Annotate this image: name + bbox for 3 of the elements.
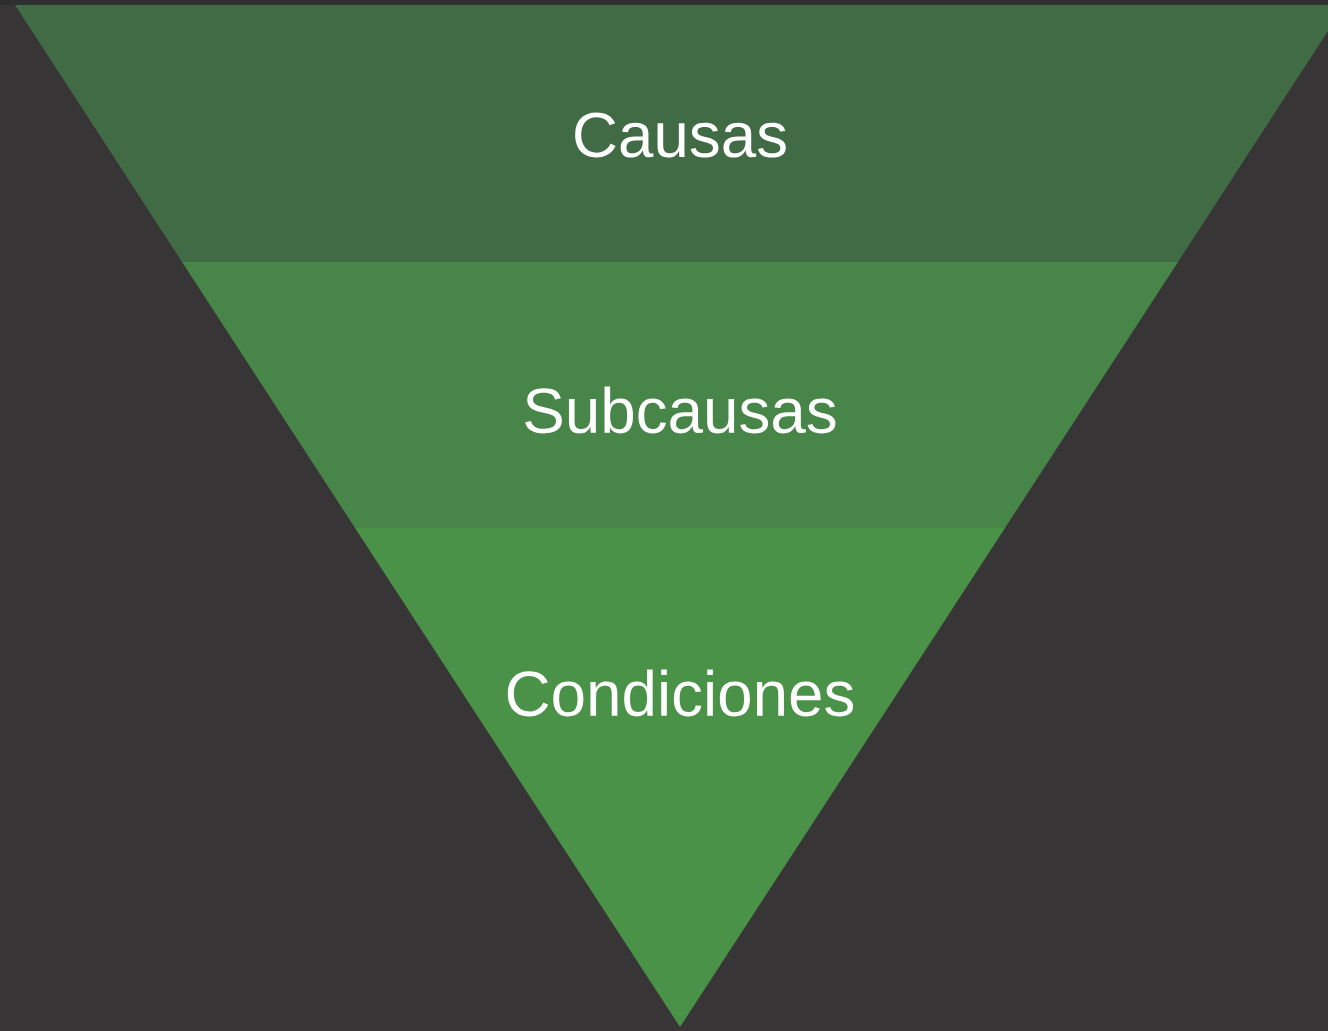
funnel-band: Condiciones — [355, 528, 1005, 1027]
funnel-band: Causas — [15, 5, 1328, 262]
funnel-band: Subcausas — [182, 262, 1178, 528]
